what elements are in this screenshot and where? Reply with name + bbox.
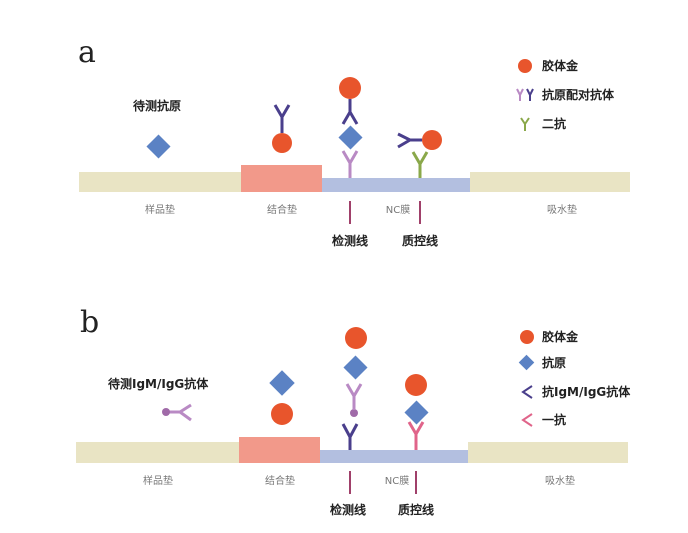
nc-membrane	[322, 178, 470, 192]
absorbent-pad	[468, 442, 628, 463]
legend-antigen-label: 抗原	[542, 355, 566, 370]
sample-antigen-label: 待测抗原	[133, 98, 181, 113]
legend-anti-igm-igg-icon	[521, 385, 533, 399]
absorbent-pad	[470, 172, 630, 192]
igm-igg-antibody-icon	[167, 403, 192, 422]
nc-membrane-label: NC膜	[385, 475, 409, 487]
antigen-diamond-icon	[269, 370, 295, 396]
legend-antibody-dark-icon	[526, 88, 534, 101]
legend-antigen-icon	[518, 354, 535, 371]
panel-b: b 样品垫 结合垫 NC膜 吸水垫 检测线 质控线 待测IgM/IgG抗体 胶体	[76, 305, 631, 517]
gold-particle-icon	[272, 133, 292, 153]
absorbent-pad-label: 吸水垫	[545, 474, 575, 487]
legend-antibody-label: 抗原配对抗体	[542, 87, 615, 102]
legend-antibody-light-icon	[516, 88, 524, 101]
antigen-diamond-icon	[146, 134, 171, 159]
gold-particle-icon	[422, 130, 442, 150]
gold-particle-icon	[271, 403, 293, 425]
conjugate-pad	[239, 437, 320, 463]
panel-letter: b	[80, 305, 99, 340]
anti-igm-igg-antibody-icon	[341, 423, 359, 450]
gold-particle-icon	[405, 374, 427, 396]
legend-secondary-antibody-label: 二抗	[542, 116, 566, 131]
legend-primary-antibody-icon	[521, 413, 533, 427]
antibody-fc-dot-icon	[350, 409, 358, 417]
legend-gold-label: 胶体金	[542, 58, 579, 73]
legend-gold-icon	[518, 59, 532, 73]
sample-pad	[79, 172, 241, 192]
detection-antibody-icon	[341, 99, 359, 125]
panel-a: a 样品垫 结合垫 NC膜 吸水垫 检测线 质控线 待测抗原 胶体金 抗原配对抗…	[78, 35, 630, 248]
nc-membrane-label: NC膜	[386, 204, 410, 216]
sample-pad-label: 样品垫	[145, 203, 175, 216]
gold-particle-icon	[345, 327, 367, 349]
capture-antibody-icon	[341, 150, 359, 178]
control-line-label: 质控线	[398, 502, 434, 517]
legend-primary-antibody-label: 一抗	[542, 412, 566, 427]
antigen-diamond-icon	[404, 400, 429, 425]
legend-secondary-antibody-icon	[520, 117, 530, 131]
sample-pad	[76, 442, 239, 463]
antigen-diamond-icon	[338, 125, 363, 150]
antigen-diamond-icon	[343, 355, 368, 380]
igm-igg-antibody-icon	[345, 383, 363, 410]
absorbent-pad-label: 吸水垫	[547, 203, 577, 216]
test-line-label: 检测线	[330, 502, 366, 517]
panel-letter: a	[78, 35, 96, 70]
gold-particle-icon	[339, 77, 361, 99]
legend-gold-label: 胶体金	[542, 329, 579, 344]
sample-antibody-label: 待测IgM/IgG抗体	[108, 376, 209, 391]
antibody-icon	[397, 132, 422, 149]
legend-anti-igm-igg-label: 抗IgM/IgG抗体	[542, 384, 631, 399]
control-line-label: 质控线	[402, 233, 438, 248]
conjugate-pad	[241, 165, 322, 192]
sample-pad-label: 样品垫	[143, 474, 173, 487]
antibody-icon	[273, 104, 291, 133]
conjugate-pad-label: 结合垫	[265, 474, 295, 487]
antibody-fc-dot-icon	[162, 408, 170, 416]
legend-gold-icon	[520, 330, 534, 344]
test-line-label: 检测线	[332, 233, 368, 248]
conjugate-pad-label: 结合垫	[267, 203, 297, 216]
primary-antibody-icon	[407, 421, 425, 450]
secondary-antibody-icon	[411, 151, 429, 178]
nc-membrane	[320, 450, 468, 463]
